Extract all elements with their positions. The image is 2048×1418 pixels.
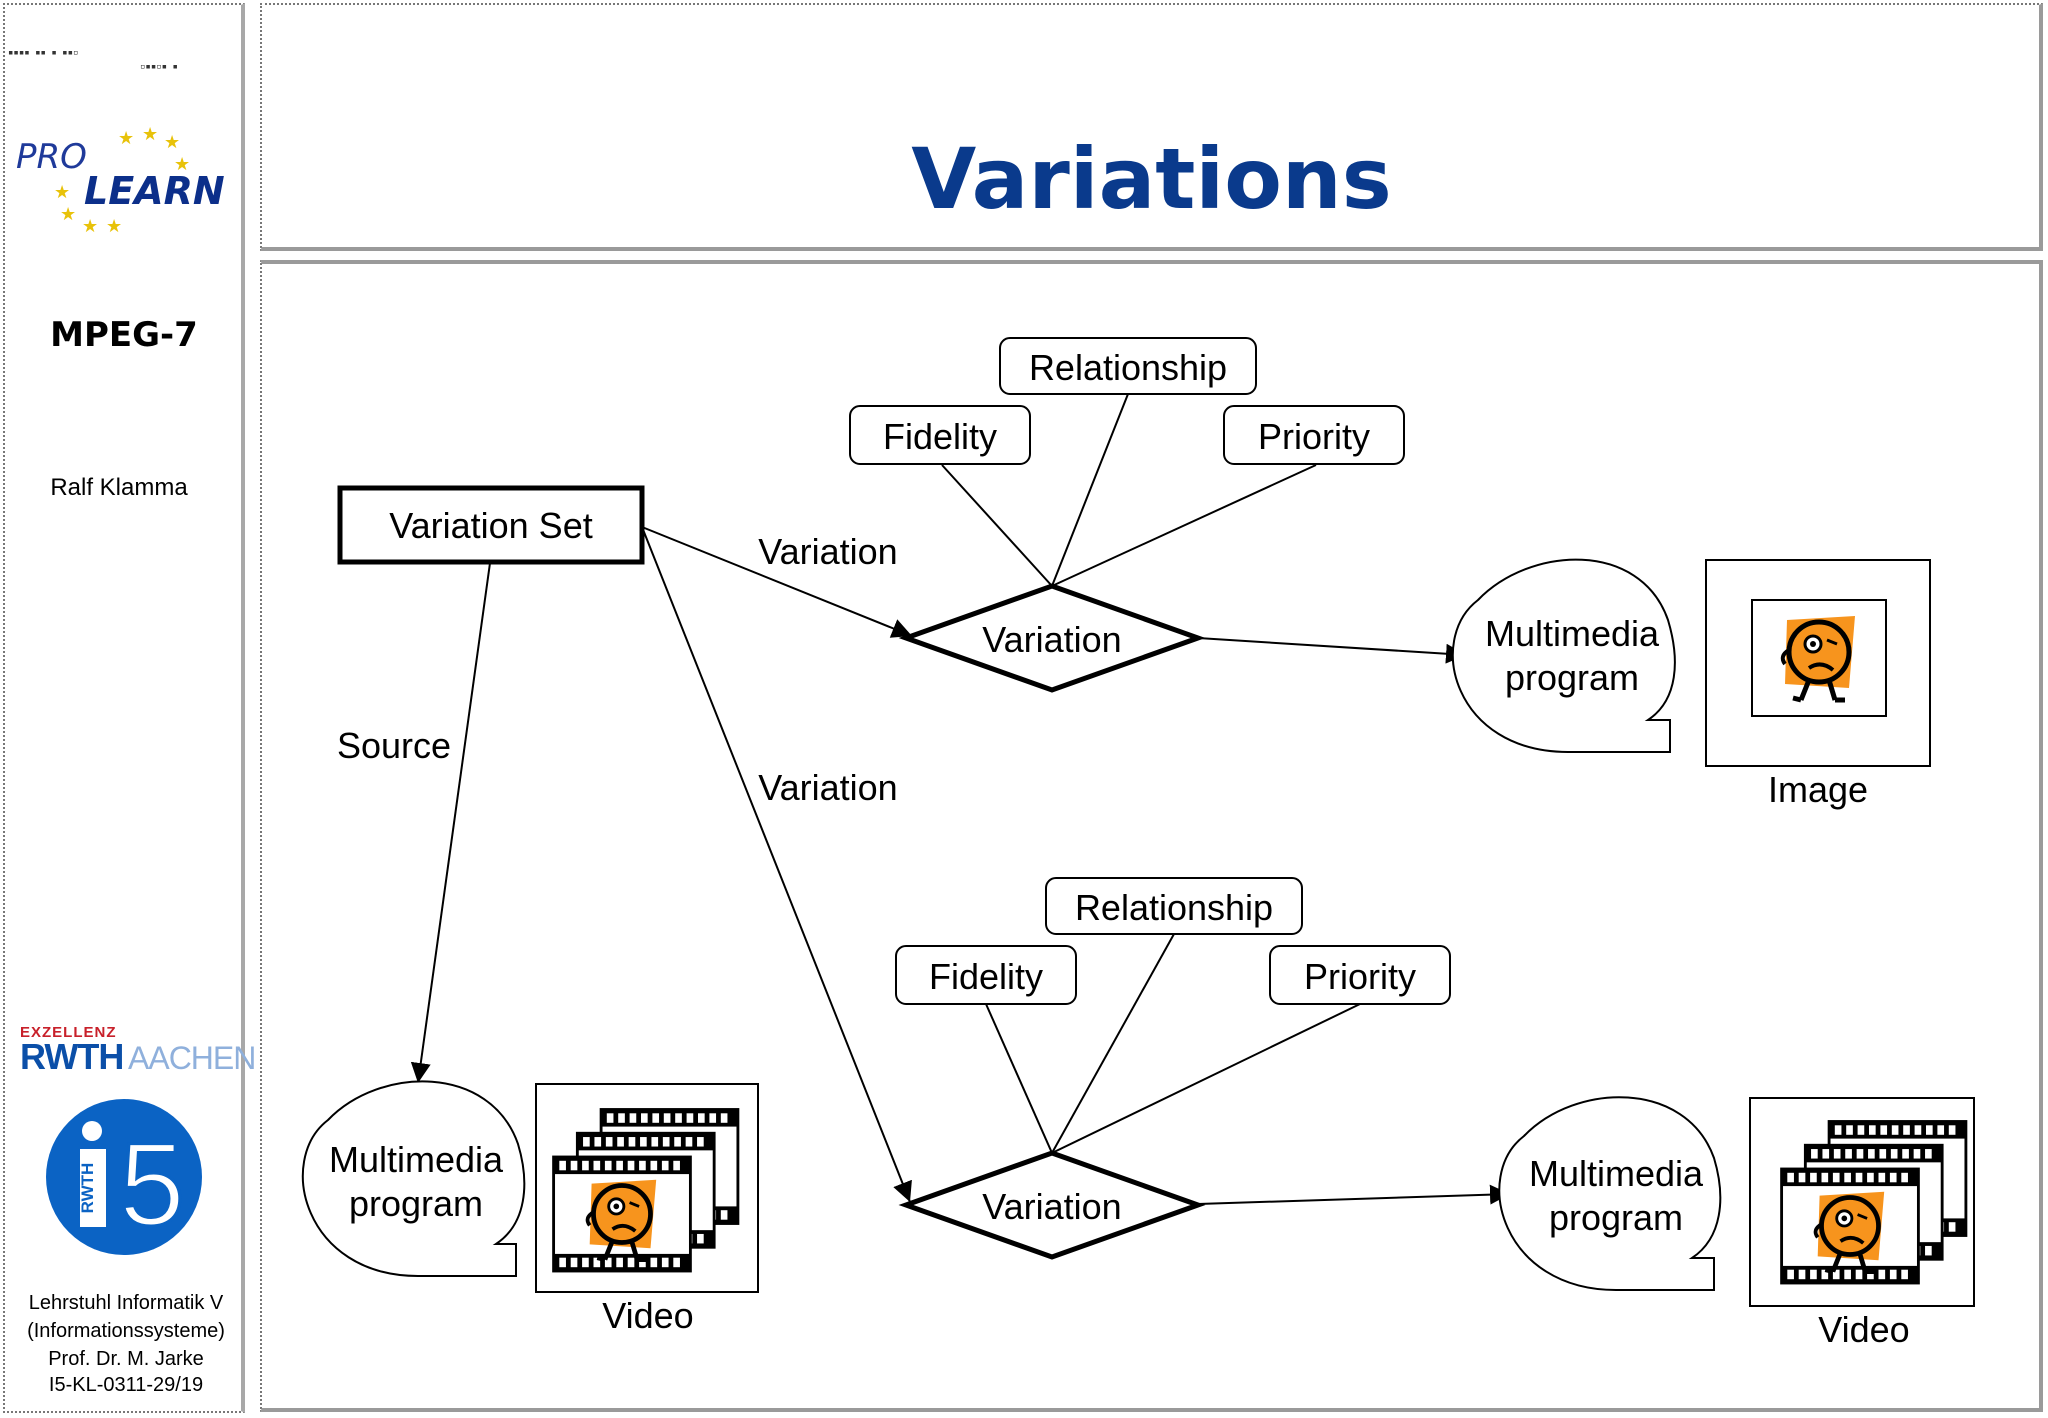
fidelity-box-top	[849, 405, 1031, 465]
i5-logo-number: 5	[119, 1119, 185, 1251]
course-name: MPEG-7	[50, 315, 198, 355]
source-arrow	[410, 562, 491, 1084]
variation-arrow-top	[641, 526, 913, 638]
content-panel	[260, 260, 2043, 1412]
fidelity-label-top: Fidelity	[883, 416, 997, 457]
fidelity-box-bottom	[895, 945, 1077, 1005]
prolearn-logo-learn: LEARN	[84, 169, 225, 213]
speech-bubble-bottom	[1498, 1096, 1722, 1291]
media-caption-video-left: Video	[602, 1295, 693, 1336]
variation-diamond-top	[898, 583, 1206, 693]
speech-bubble-top	[1451, 558, 1676, 753]
media-caption-video-right: Video	[1818, 1309, 1909, 1350]
footer-line: Lehrstuhl Informatik V	[28, 1292, 224, 1314]
video-film-icon-left	[554, 1110, 738, 1272]
priority-link-bottom	[1051, 1003, 1361, 1154]
sidebar-panel	[3, 3, 245, 1413]
program-label-top-line1: Multimedia	[1485, 613, 1660, 654]
rwth-aachen-text: AACHEN	[128, 1040, 256, 1076]
priority-box-bottom	[1269, 945, 1451, 1005]
variation-edge-label-top: Variation	[758, 531, 897, 572]
relationship-box-top	[999, 337, 1257, 395]
source-edge-label: Source	[337, 725, 451, 766]
page-title: Variations	[911, 130, 1392, 228]
fidelity-label-bottom: Fidelity	[929, 956, 1043, 997]
video-film-icon-right	[1782, 1122, 1966, 1284]
program-arrow-bottom	[1197, 1184, 1511, 1205]
footer-line: Prof. Dr. M. Jarke	[48, 1348, 204, 1370]
variation-set-box	[337, 485, 645, 565]
star-icon: ★	[142, 124, 159, 144]
variation-label-top: Variation	[982, 619, 1121, 660]
footer-line: (Informationssysteme)	[27, 1320, 225, 1342]
variation-set-label: Variation Set	[389, 505, 592, 546]
star-icon: ★	[54, 182, 71, 202]
program-label-bottom-line2: program	[1549, 1197, 1683, 1238]
fidelity-link-bottom	[985, 1003, 1053, 1154]
priority-link-top	[1051, 464, 1317, 587]
program-label-top-line2: program	[1505, 657, 1639, 698]
priority-label-bottom: Priority	[1304, 956, 1416, 997]
diagram-connectors	[410, 393, 1511, 1205]
relationship-label-top: Relationship	[1029, 347, 1227, 388]
star-icon: ★	[60, 204, 77, 224]
priority-label-top: Priority	[1258, 416, 1370, 457]
prolearn-logo: PRO LEARN ★ ★ ★ ★ ★ ★ ★ ★	[14, 125, 234, 235]
priority-box-top	[1223, 405, 1405, 465]
author-name: Ralf Klamma	[50, 474, 188, 501]
i5-logo: RWTH 5	[46, 1099, 202, 1255]
prolearn-logo-pro: PRO	[16, 137, 87, 177]
program-label-bottom-line1: Multimedia	[1529, 1153, 1704, 1194]
program-label-source-line2: program	[349, 1183, 483, 1224]
footer-line: I5-KL-0311-29/19	[48, 1374, 204, 1396]
star-icon: ★	[82, 216, 99, 236]
media-caption-image: Image	[1768, 769, 1868, 810]
i5-logo-text: RWTH	[78, 1163, 97, 1214]
title-panel	[260, 3, 2043, 251]
star-icon: ★	[106, 216, 123, 236]
variation-diamond-bottom	[898, 1150, 1206, 1260]
rwth-exzellenz-text: EXZELLENZ	[20, 1024, 117, 1041]
relationship-link-top	[1051, 393, 1129, 587]
program-label-source-line1: Multimedia	[329, 1139, 504, 1180]
speech-bubble-source	[301, 1080, 526, 1277]
fidelity-link-top	[941, 464, 1053, 587]
relationship-label-bottom: Relationship	[1075, 887, 1273, 928]
star-icon: ★	[174, 154, 191, 174]
header-noise-decoration: ▫▪▪▫▪ ▪	[140, 62, 178, 72]
program-arrow-top	[1197, 637, 1467, 664]
variation-arrow-bottom	[641, 526, 912, 1203]
rwth-logo-text: RWTH	[20, 1036, 124, 1077]
star-icon: ★	[118, 128, 135, 148]
variation-label-bottom: Variation	[982, 1186, 1121, 1227]
variation-edge-label-bottom: Variation	[758, 767, 897, 808]
header-noise-decoration: ▪▪▪▪ ▪▪ ▪ ▪▪▫	[8, 48, 79, 58]
relationship-box-bottom	[1045, 877, 1303, 935]
relationship-link-bottom	[1051, 933, 1175, 1154]
star-icon: ★	[164, 132, 181, 152]
